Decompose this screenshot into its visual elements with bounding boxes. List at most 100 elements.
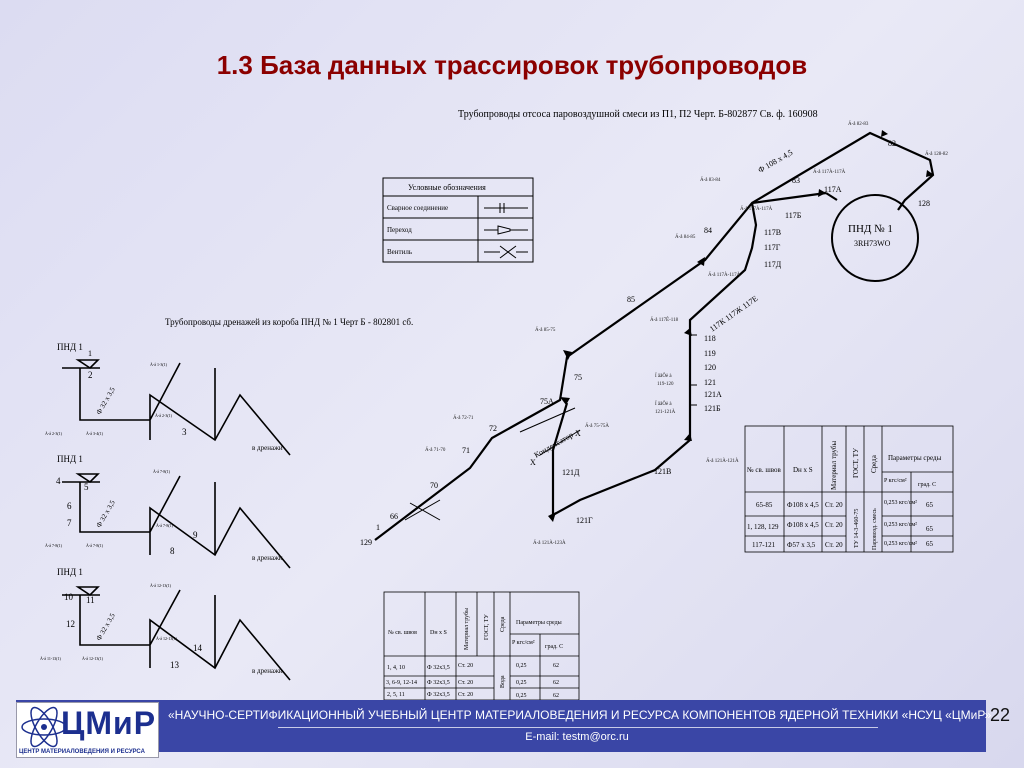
tb-medium: Вода <box>500 675 506 688</box>
tb-sub0: P кгс/см² <box>512 640 535 646</box>
label-118: 118 <box>704 334 716 343</box>
tr-r0c1: Ф108 х 4,5 <box>787 501 819 509</box>
footer-org: «НАУЧНО-СЕРТИФИКАЦИОННЫЙ УЧЕБНЫЙ ЦЕНТР М… <box>168 708 992 722</box>
tr-h1: Dн х S <box>793 466 813 474</box>
tr-r0c4: 65 <box>926 501 934 509</box>
tr-gost: ТУ 14-3-460-75 <box>854 509 860 548</box>
tb-h5: Параметры среды <box>516 620 562 626</box>
drain3-dim: Ф 32 х 3,5 <box>95 612 117 642</box>
tr-r1c3: 0,253 кгс/см² <box>884 522 917 528</box>
pnd-code: 3RH73WO <box>854 239 891 248</box>
tb-sub1: град. С <box>545 644 563 650</box>
ref-119-120-a: Ï ååÔè à <box>655 373 672 379</box>
tb-r1c2: Ст. 20 <box>458 680 473 686</box>
tr-h5: Параметры среды <box>888 454 942 462</box>
label-117a: 117А <box>824 185 842 194</box>
dim-main: Ф 108 х 4,5 <box>757 148 795 175</box>
slide-title: 1.3 База данных трассировок трубопроводо… <box>216 50 808 80</box>
drain1-ref-d: Ä-å 2-3(1) <box>155 413 173 418</box>
drain3-num-14: 14 <box>193 643 203 653</box>
piping-diagram: Трубопроводы отсоса паровоздушной смеси … <box>40 109 954 700</box>
drain1-num-1: 1 <box>88 349 92 358</box>
tb-h2: Материал трубы <box>463 608 470 650</box>
drain2-num-9: 9 <box>193 530 198 540</box>
tb-h3: ГОСТ, ТУ <box>484 614 490 640</box>
tb-r1c1: Ф 32х3,5 <box>427 680 450 686</box>
drain1-pnd: ПНД 1 <box>57 342 83 352</box>
footer-email[interactable]: E-mail: testm@orc.ru <box>525 731 629 743</box>
ref-117a-1: Ä-å 117À-117À <box>813 169 846 175</box>
drain2-pnd: ПНД 1 <box>57 454 83 464</box>
drain3-ref-b: Ä-å 12-13(1) <box>82 656 104 661</box>
drain2-ref-a: Ä-å 7-8(1) <box>45 543 63 548</box>
tr-r1c0: 1, 128, 129 <box>747 523 779 531</box>
drain3-ref-c: Ä-å 12-13(1) <box>150 583 172 588</box>
ref-71-70: Ä-å 71-70 <box>425 447 446 453</box>
label-117d: 117Д <box>764 260 782 269</box>
label-84: 84 <box>704 226 712 235</box>
tb-r2c3: 0,25 <box>516 693 527 699</box>
label-121d: 121Д <box>562 468 580 477</box>
drain3-num-10: 10 <box>64 592 74 602</box>
label-120: 120 <box>704 363 716 372</box>
pnd-tank: ПНД № 1 3RH73WO <box>831 194 919 282</box>
ref-82-83: Ä-å 82-83 <box>848 121 869 127</box>
table-bottom <box>383 591 580 700</box>
label-117v: 117В <box>764 228 781 237</box>
ref-121-a: Ï ååÔè à <box>655 401 672 407</box>
drain1-ref-a: Ä-å 2-3(1) <box>45 431 63 436</box>
drain2-num-7: 7 <box>67 518 72 528</box>
tr-r2c0: 117-121 <box>752 541 776 549</box>
label-x2: Х <box>575 429 581 438</box>
tr-r2c3: 0,253 кгс/см² <box>884 541 917 547</box>
ref-121-b: 121-121À <box>655 409 676 415</box>
drain2-dim: Ф 32 х 3,5 <box>95 499 117 529</box>
label-129: 129 <box>360 538 372 547</box>
tr-r0c2: Ст. 20 <box>825 501 843 509</box>
table-right-text: № св. швов Dн х S Материал трубы ГОСТ, Т… <box>747 441 942 550</box>
tb-h1: Dн х S <box>430 630 447 636</box>
tb-r0c2: Ст. 20 <box>458 663 473 669</box>
tb-r2c0: 2, 5, 11 <box>387 692 405 698</box>
drain3-ref-a: Ä-å 11-13(1) <box>40 656 62 661</box>
tb-r1c0: 3, 6-9, 12-14 <box>386 680 417 686</box>
drain1-dim: Ф 32 х 3,5 <box>95 386 117 416</box>
ref-117e-118: Ä-å 117Ê-118 <box>650 317 679 323</box>
tb-r2c4: 62 <box>553 693 559 699</box>
reducer-symbol <box>484 225 528 235</box>
drain-block-2: ПНД 1 4 5 6 7 8 9 Ф 32 х 3,5 в дренажи Ä… <box>45 454 291 569</box>
drain2-ref-b: Ä-å 7-8(1) <box>86 543 104 548</box>
ref-121a-121: Ä-å 121À-121À <box>706 458 739 464</box>
drain3-num-13: 13 <box>170 660 180 670</box>
pnd-label: ПНД № 1 <box>848 223 893 235</box>
legend-box: Условные обозначения Сварное соединение … <box>382 177 534 263</box>
tr-r2c4: 65 <box>926 540 934 548</box>
drain3-num-11: 11 <box>86 595 95 605</box>
drain2-drain: в дренажи <box>252 554 283 562</box>
tb-r1c4: 62 <box>553 680 559 686</box>
tb-r2c1: Ф 32х3,5 <box>427 692 450 698</box>
legend-title: Условные обозначения <box>408 183 486 192</box>
drain1-num-2: 2 <box>88 370 93 380</box>
ref-75-75a: Ä-å 75-75À <box>585 423 609 429</box>
valve-symbol <box>484 245 528 259</box>
main-pipe-route <box>374 131 935 541</box>
tr-medium: Паровозд. смесь <box>872 508 878 550</box>
label-1: 1 <box>376 523 380 532</box>
flow-arrows <box>548 130 934 522</box>
drain-caption: Трубопроводы дренажей из короба ПНД № 1 … <box>165 317 413 327</box>
drain3-pnd: ПНД 1 <box>57 567 83 577</box>
tb-r0c4: 62 <box>553 663 559 669</box>
ref-117a-3: Ä-å 117À-117À <box>708 272 741 278</box>
label-75: 75 <box>574 373 582 382</box>
ref-121a-123a: Ä-å 121À-123À <box>533 540 566 546</box>
label-70: 70 <box>430 481 438 490</box>
tr-r2c2: Ст. 20 <box>825 541 843 549</box>
tr-sub0: P кгс/см² <box>884 478 907 484</box>
drain2-num-4: 4 <box>56 476 61 486</box>
drain-block-1: ПНД 1 2 1 3 Ф 32 х 3,5 в дренажи Ä-å 2-3… <box>45 342 291 456</box>
tb-h4: Среда <box>500 616 506 632</box>
ref-85-75: Ä-å 85-75 <box>535 327 556 333</box>
main-caption: Трубопроводы отсоса паровоздушной смеси … <box>458 109 818 120</box>
tr-r1c2: Ст. 20 <box>825 521 843 529</box>
